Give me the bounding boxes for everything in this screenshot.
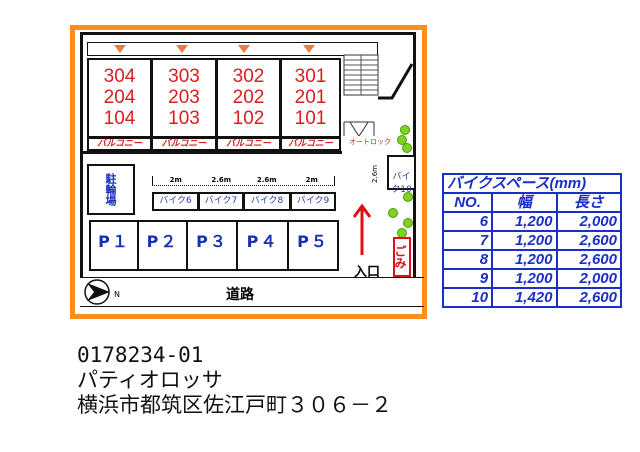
bike-space: バイク7	[198, 192, 244, 211]
balcony: バルコニー	[216, 137, 281, 151]
entry-marker	[238, 45, 250, 53]
tree-icon	[388, 208, 398, 218]
entry-marker	[176, 45, 188, 53]
road-line	[80, 306, 424, 307]
entrance-label: 入口	[354, 265, 381, 280]
parking-space: P３	[186, 220, 238, 271]
tree-icon	[403, 192, 413, 202]
parking-space: P１	[89, 220, 139, 271]
parking-space: P２	[137, 220, 188, 271]
bike-space: バイク9	[290, 192, 336, 211]
bike-space: バイク6	[152, 192, 199, 211]
dimension-label: 2.6m	[211, 176, 232, 184]
tree-icon	[402, 143, 412, 153]
dimension-label: 2.6m	[256, 176, 277, 184]
svg-text:N: N	[114, 290, 120, 299]
property-address: 横浜市都筑区佐江戸町３０６－２	[77, 393, 392, 417]
property-code: 0178234-01	[77, 343, 204, 367]
tree-icon	[400, 125, 410, 135]
balcony: バルコニー	[87, 137, 152, 151]
dimension-label: 2m	[305, 176, 318, 184]
building-bottom-line	[80, 151, 342, 154]
table-header: 長さ	[555, 192, 622, 213]
stairs-and-wall	[343, 54, 414, 137]
entry-marker	[303, 45, 315, 53]
road-label: 道路	[226, 287, 254, 303]
parking-space: P４	[236, 220, 289, 271]
corridor	[87, 42, 378, 56]
compass-north-icon: N	[84, 279, 120, 305]
parking-space: P５	[287, 220, 339, 271]
table-header: 幅	[491, 192, 558, 213]
entrance-arrow-icon	[352, 203, 372, 255]
dimension-line: 2m 2.6m 2.6m 2m	[152, 176, 335, 186]
entry-marker	[114, 45, 126, 53]
balcony: バルコニー	[280, 137, 341, 151]
autolock-label: オートロック	[349, 138, 391, 146]
bike-space: バイク8	[243, 192, 291, 211]
garbage-area: ごみ	[393, 237, 411, 277]
table-title: バイクスペース(mm)	[442, 173, 622, 194]
table-header: NO.	[441, 192, 494, 213]
balcony: バルコニー	[151, 137, 217, 151]
bike-10-space: バイク10	[387, 155, 416, 195]
dimension-label: 2m	[169, 176, 182, 184]
bike-10-dimension: 2.6m	[370, 165, 379, 183]
property-name: パティオロッサ	[77, 368, 223, 392]
map-frame	[70, 25, 427, 319]
road-line	[80, 277, 424, 278]
bicycle-parking: 駐輪場	[87, 164, 135, 215]
tree-icon	[403, 218, 413, 228]
